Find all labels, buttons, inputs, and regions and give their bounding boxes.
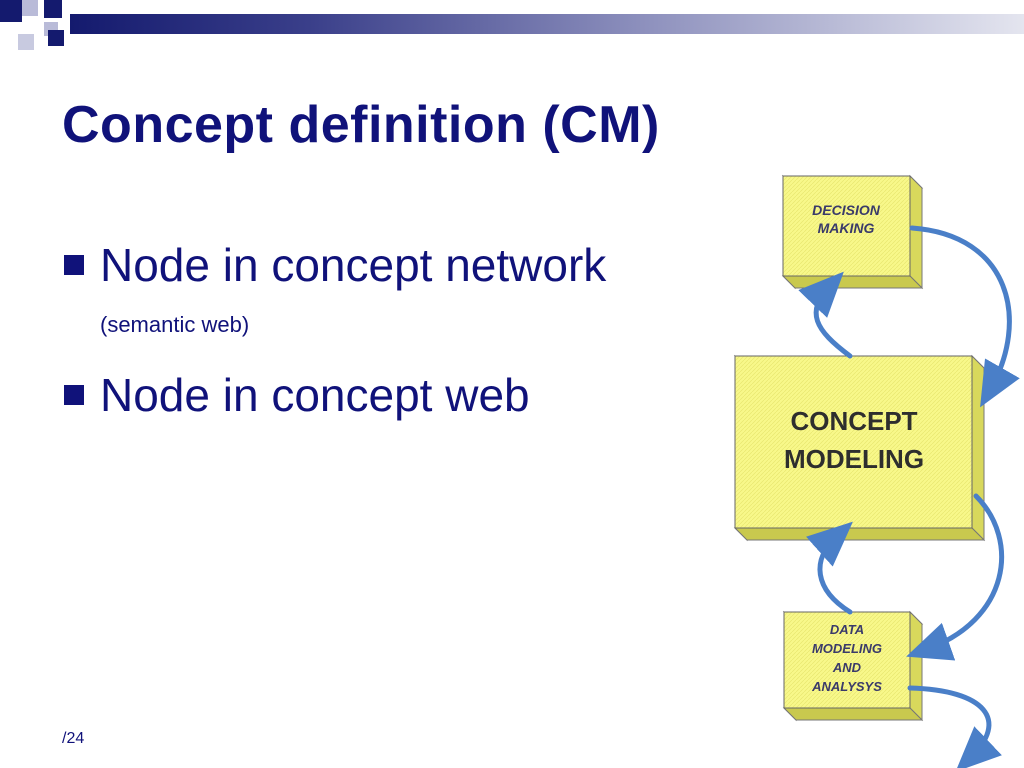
page-number: /24 [62, 730, 85, 747]
arrow-data-out [907, 685, 1002, 768]
bullet-text: Node in concept web [100, 369, 530, 421]
box-label: MODELING [812, 641, 882, 656]
data-modeling-box: DATA MODELING AND ANALYSYS [782, 610, 924, 722]
header-gradient-bar [70, 14, 1024, 34]
arrow-concept-to-decision [798, 271, 853, 359]
box-label: DATA [830, 622, 864, 637]
bullet-item: Node in concept web [64, 368, 530, 422]
box-label: CONCEPT [790, 406, 917, 436]
bullet-subtext: (semantic web) [100, 312, 250, 337]
arrow-concept-to-data [906, 493, 1005, 661]
concept-modeling-box: CONCEPT MODELING [733, 354, 986, 542]
header-square-light [22, 0, 38, 16]
header-square-dark [0, 0, 22, 22]
box-label: MODELING [784, 444, 924, 474]
header-square-light [18, 34, 34, 50]
bullet-text: Node in concept network [100, 239, 607, 291]
box-label: AND [832, 660, 862, 675]
box-label: DECISION [812, 202, 881, 218]
slide-title: Concept definition (CM) [62, 96, 660, 154]
header-square-dark [44, 0, 62, 18]
arrow-data-to-concept [806, 521, 853, 615]
header-square-dark [48, 30, 64, 46]
box-label: ANALYSYS [811, 679, 882, 694]
box-label: MAKING [818, 220, 875, 236]
bullet-square-icon [64, 385, 84, 405]
bullet-square-icon [64, 255, 84, 275]
bullet-item: Node in concept network [64, 238, 606, 292]
decision-making-box: DECISION MAKING [781, 174, 924, 290]
arrow-decision-to-concept [909, 225, 1020, 408]
